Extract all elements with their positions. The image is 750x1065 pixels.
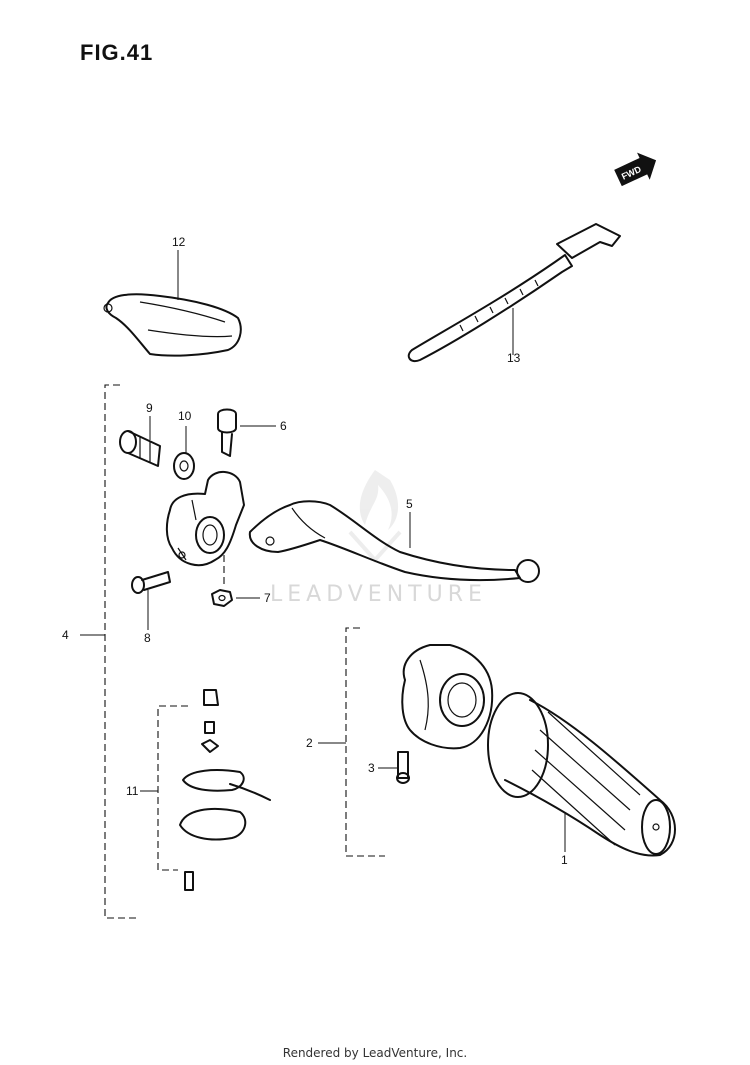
leader-lines	[80, 250, 566, 852]
fwd-arrow-icon: FWD	[614, 152, 657, 187]
part-6-pivot-bolt	[217, 408, 237, 457]
part-11-switch-assembly	[179, 689, 271, 891]
callout-1: 1	[561, 853, 568, 867]
part-8-screw	[131, 571, 171, 594]
callout-3: 3	[368, 761, 375, 775]
part-12-lever-cover	[103, 293, 242, 357]
callout-10: 10	[178, 409, 192, 423]
part-10-washer	[173, 452, 195, 480]
watermark-text: LEADVENTURE	[270, 582, 487, 607]
part-1-grip	[487, 692, 676, 857]
part-9-screw	[119, 430, 161, 467]
callout-labels: 12 13 9 10 6 5 7 8 4 2 3 1 11	[62, 235, 568, 867]
callout-5: 5	[406, 497, 413, 511]
watermark-logo	[348, 470, 402, 564]
figure-title: FIG.41	[80, 40, 154, 65]
footer-credit: Rendered by LeadVenture, Inc.	[282, 1046, 468, 1060]
part-2-throttle-housing	[401, 644, 494, 750]
callout-6: 6	[280, 419, 287, 433]
callout-9: 9	[146, 401, 153, 415]
part-13-cable-tie	[407, 223, 621, 362]
part-3-screw	[396, 751, 410, 784]
callout-8: 8	[144, 631, 151, 645]
lever-holder	[165, 471, 245, 567]
part-5-clutch-lever	[248, 500, 540, 583]
callout-7: 7	[264, 591, 271, 605]
part-7-nut	[211, 589, 233, 607]
assembly-brackets	[104, 384, 385, 919]
callout-12: 12	[172, 235, 186, 249]
callout-4: 4	[62, 628, 69, 642]
callout-2: 2	[306, 736, 313, 750]
callout-13: 13	[507, 351, 521, 365]
callout-11: 11	[126, 784, 139, 798]
